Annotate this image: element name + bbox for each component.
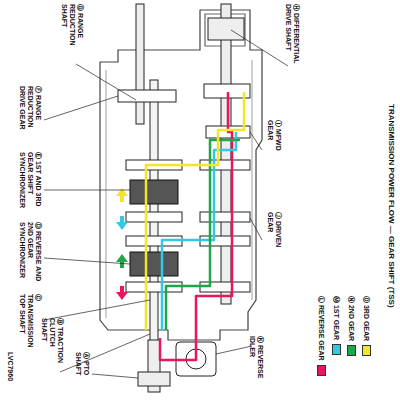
callout-label: Ⓘ MFWD GEAR (266, 120, 282, 172)
power-flow-lines-part (160, 92, 232, 360)
housing (100, 10, 262, 340)
leader-lines (44, 30, 288, 378)
callout-label: Ⓐ PTO SHAFT (74, 352, 90, 396)
power-flow-lines-part (166, 140, 240, 330)
callout-label: Ⓙ DRIVEN GEAR (266, 212, 282, 268)
diagram-title: TRANSMISSION POWER FLOW — GEAR SHIFT (TS… (387, 104, 396, 308)
legend-swatch (317, 365, 326, 376)
synchronizers-part (130, 252, 178, 276)
legend-text: Ⓜ 1ST GEAR (333, 296, 341, 340)
pto-shaft-part (138, 372, 170, 386)
leader-lines-part (250, 218, 262, 240)
synchronizers (130, 180, 178, 276)
callout-label: Ⓔ 1ST AND 3RD GEAR SHIFT SYNCHRONIZER (18, 152, 42, 218)
legend-swatch (362, 345, 371, 356)
leader-lines-part (44, 190, 130, 191)
callout-label: Ⓖ RANGE REDUCTION SHAFT (60, 4, 84, 64)
leader-lines-part (60, 334, 150, 372)
legend-text: Ⓝ 2ND GEAR (348, 296, 356, 341)
synchronizers-part (130, 180, 178, 204)
pto-shaft (138, 340, 170, 392)
leader-lines-part (44, 258, 130, 264)
leader-lines-part (76, 64, 136, 100)
gears (118, 84, 250, 292)
legend-swatch (347, 345, 356, 356)
range-reduction-shaft (136, 4, 144, 124)
leader-lines-part (250, 132, 262, 150)
callout-label: Ⓓ REVERSE AND 2ND GEAR SYNCHRONIZER (18, 222, 42, 290)
legend-text: Ⓛ REVERSE GEAR (318, 296, 326, 361)
leader-lines-part (216, 346, 252, 354)
differential-drive-shaft-part (208, 18, 244, 40)
gears-part (126, 212, 182, 222)
gears-part (200, 212, 250, 222)
legend-item: Ⓝ 2ND GEAR (347, 296, 356, 356)
shift-arrows (116, 188, 128, 300)
shift-arrows-part (116, 254, 128, 268)
power-flow-lines-part (162, 132, 236, 330)
legend-swatch (332, 344, 341, 355)
callout-label: Ⓒ TRANSMISSION TOP SHAFT (18, 294, 42, 348)
callout-label: Ⓚ REVERSE IDLER (248, 336, 264, 394)
figure-id: LVC7960 (6, 352, 14, 396)
shift-arrows-part (116, 216, 128, 230)
power-flow-lines-part (146, 92, 244, 330)
range-reduction-shaft-part (136, 4, 144, 124)
legend-item: Ⓜ 1ST GEAR (332, 296, 341, 355)
leader-lines-part (44, 300, 150, 320)
legend-item: Ⓛ REVERSE GEAR (317, 296, 326, 376)
differential-drive-shaft-part (221, 4, 231, 304)
legend-item: Ⓞ 3RD GEAR (362, 296, 371, 356)
callout-label: Ⓕ RANGE REDUCTION DRIVE GEAR (18, 86, 42, 148)
gears-part (118, 90, 176, 102)
power-flow-lines (146, 92, 244, 360)
leader-lines-part (44, 96, 118, 120)
shift-arrows-part (116, 286, 128, 300)
leader-lines-part (231, 30, 288, 66)
legend-text: Ⓞ 3RD GEAR (363, 296, 371, 341)
housing-part (100, 10, 262, 340)
callout-label: Ⓗ DIFFERENTIAL DRIVE SHAFT (284, 4, 300, 66)
leader-lines-part (92, 374, 138, 378)
callout-label: Ⓑ TRACTION CLUTCH SHAFT (40, 318, 64, 372)
